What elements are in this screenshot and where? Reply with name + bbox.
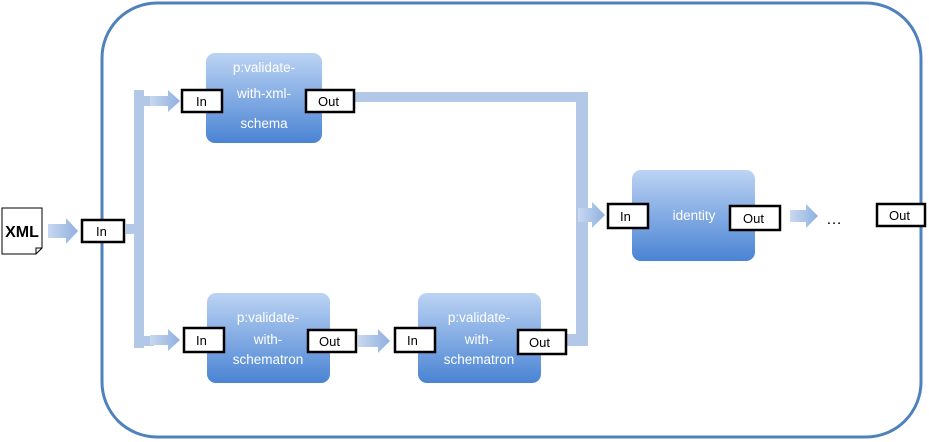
step-input-port-label: In <box>196 333 207 348</box>
step-identity[interactable]: identity In Out <box>606 170 782 261</box>
arrows <box>48 90 818 353</box>
step-output-port-label: Out <box>319 334 340 349</box>
xml-document-icon: XML <box>1 207 43 255</box>
pipeline-output-port-label: Out <box>889 208 910 223</box>
step-input-port-label: In <box>620 209 631 224</box>
step-label-line: with- <box>253 332 283 347</box>
step-output-port[interactable]: Out <box>728 204 782 232</box>
connector-top-branch <box>134 96 154 106</box>
step-input-port-label: In <box>196 94 207 109</box>
step-label-line: schema <box>240 116 288 131</box>
step-validate-with-schematron-2[interactable]: p:validate- with- schematron In Out <box>393 293 568 383</box>
connector-bottom-branch <box>134 336 154 346</box>
arrow-to-schematron-1 <box>150 329 180 351</box>
step-output-port[interactable]: Out <box>516 328 568 356</box>
step-output-port-label: Out <box>318 94 339 109</box>
pipeline-output-port[interactable]: Out <box>875 202 927 228</box>
step-output-port[interactable]: Out <box>306 328 358 354</box>
step-label-line: schematron <box>444 352 515 367</box>
step-input-port[interactable]: In <box>182 326 226 354</box>
connector-schema-out-horizontal <box>354 92 588 102</box>
ellipsis: … <box>826 211 842 228</box>
step-label-line: schematron <box>233 352 304 367</box>
arrow-to-schema <box>150 90 180 112</box>
step-label-line: p:validate- <box>237 310 299 325</box>
step-label-line: p:validate- <box>233 60 295 75</box>
connector-schematron-out-horizontal <box>566 334 588 346</box>
step-output-port-label: Out <box>529 335 550 350</box>
step-input-port[interactable]: In <box>606 202 650 230</box>
pipeline-input-port[interactable]: In <box>80 218 126 244</box>
arrow-to-identity <box>578 202 605 228</box>
step-label-line: with-xml- <box>236 86 291 101</box>
step-validate-with-xml-schema[interactable]: p:validate- with-xml- schema In Out <box>180 53 356 143</box>
arrow-schematron1-to-2 <box>358 329 390 353</box>
step-label-line: p:validate- <box>448 310 510 325</box>
arrow-xml-to-in <box>48 218 78 244</box>
pipeline-input-port-label: In <box>96 224 107 239</box>
step-label-line: identity <box>673 208 716 223</box>
step-input-port[interactable]: In <box>180 88 224 114</box>
step-input-port-label: In <box>407 333 418 348</box>
step-output-port[interactable]: Out <box>304 88 356 114</box>
step-output-port-label: Out <box>743 211 764 226</box>
xml-document-label: XML <box>5 224 39 241</box>
step-input-port[interactable]: In <box>393 326 437 354</box>
step-validate-with-schematron-1[interactable]: p:validate- with- schematron In Out <box>182 293 358 383</box>
step-label-line: with- <box>464 332 494 347</box>
connector-split-vertical <box>134 90 144 348</box>
connector-in-to-split <box>126 224 138 234</box>
arrow-identity-to-next <box>790 204 818 228</box>
